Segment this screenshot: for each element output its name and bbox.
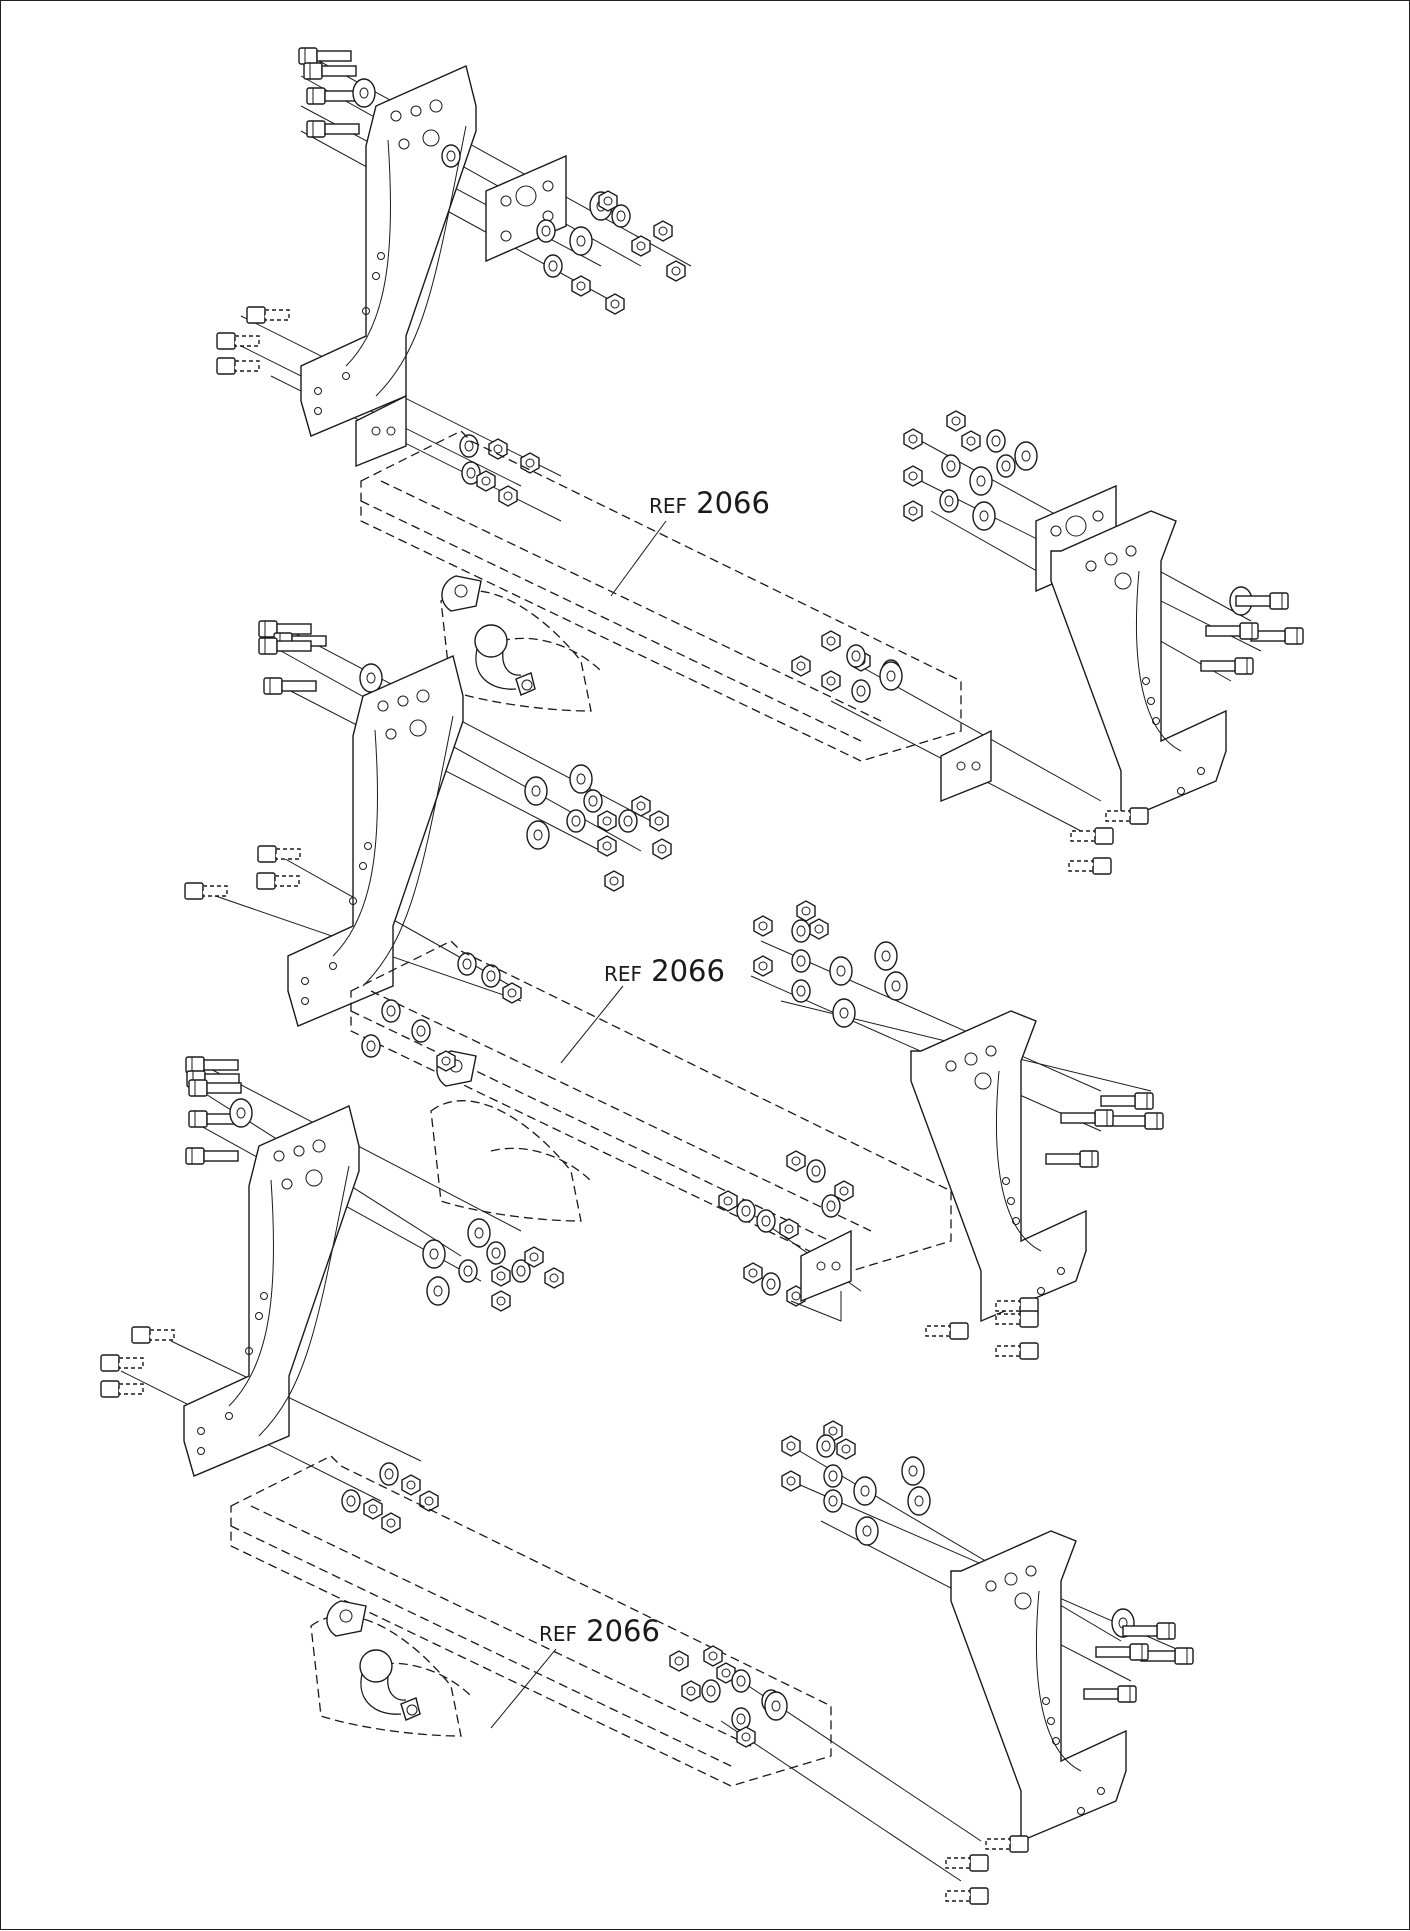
ref-callout-2: REF 2066 — [604, 954, 725, 988]
assembly-2: REF 2066 — [184, 620, 1164, 1360]
assembly-1: REF 2066 — [216, 47, 1304, 875]
ref-callout-1: REF 2066 — [649, 486, 770, 520]
assembly-3: REF 2066 — [100, 1056, 1194, 1905]
ref-callout-3: REF 2066 — [539, 1614, 660, 1648]
